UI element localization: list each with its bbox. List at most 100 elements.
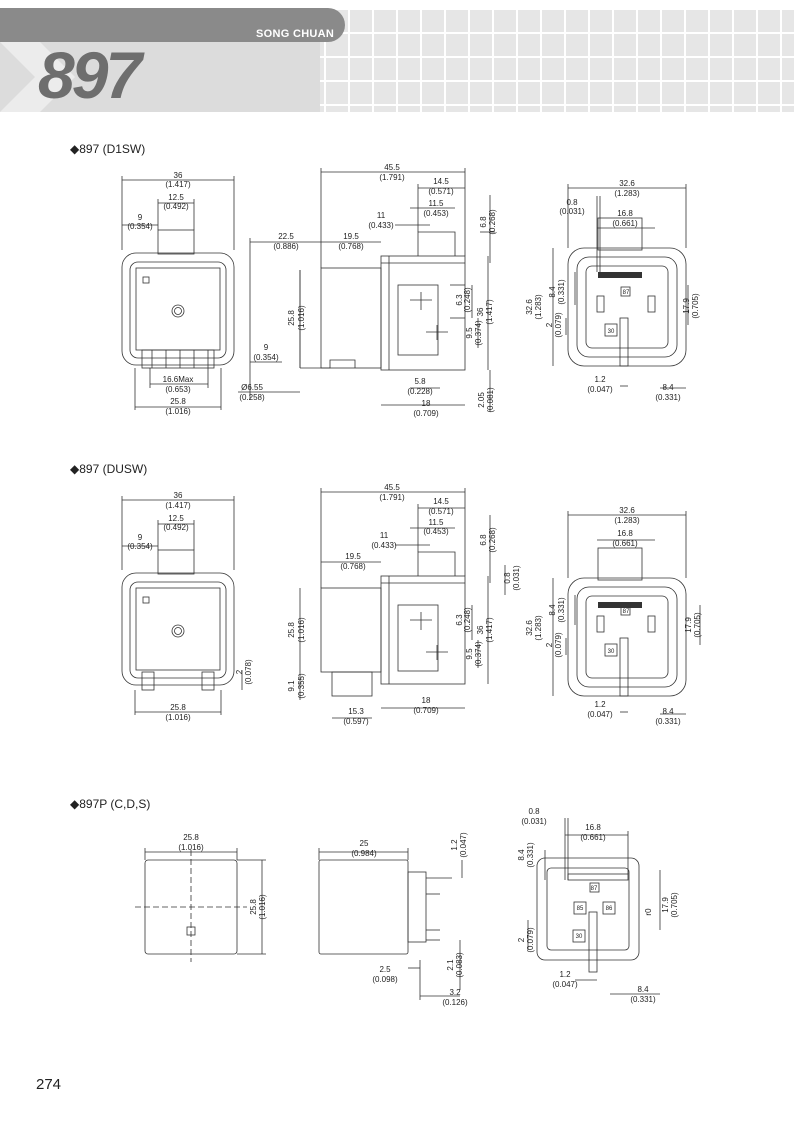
- dim-label: (0.661): [612, 539, 638, 548]
- dim-label: 15.3: [348, 707, 364, 716]
- dim-label: (0.354): [253, 353, 279, 362]
- dim-label: 16.8: [617, 529, 633, 538]
- pin-label: 87: [623, 609, 630, 615]
- dim-label: (0.126): [442, 998, 468, 1007]
- dim-label: 14.5: [433, 177, 449, 186]
- dim-label: 17.9: [684, 617, 693, 633]
- dim-label: (0.886): [273, 242, 299, 251]
- dim-label: 9: [138, 533, 143, 542]
- dim-label: (0.031): [512, 565, 521, 591]
- dim-label: (0.098): [372, 975, 398, 984]
- section-title-d1sw: ◆897 (D1SW): [70, 142, 146, 156]
- dim-label: (1.283): [614, 516, 640, 525]
- dim-label: 9.5: [465, 327, 474, 339]
- dim-label: r0: [644, 908, 653, 916]
- dim-label: (0.705): [670, 892, 679, 918]
- dim-label: (1.016): [258, 894, 267, 920]
- dim-label: (0.571): [428, 507, 454, 516]
- dim-label: (0.079): [526, 927, 535, 953]
- dim-label: (0.331): [655, 717, 681, 726]
- dim-label: (0.709): [413, 706, 439, 715]
- dim-label: 18: [422, 696, 431, 705]
- dim-label: 14.5: [433, 497, 449, 506]
- dim-label: 11: [377, 211, 386, 220]
- dim-label: (0.331): [557, 279, 566, 305]
- dim-label: (1.417): [485, 299, 494, 325]
- dim-label: (0.047): [587, 385, 613, 394]
- dim-label: (0.079): [554, 632, 563, 658]
- dim-label: 25.8: [287, 310, 296, 326]
- dim-label: (0.228): [407, 387, 433, 396]
- dim-label: (0.031): [559, 207, 585, 216]
- section-title-dusw: ◆897 (DUSW): [70, 462, 148, 476]
- pin-label: 87: [591, 886, 598, 892]
- dim-label: (0.768): [338, 242, 364, 251]
- dim-label: 8.4: [637, 985, 649, 994]
- page-number: 274: [36, 1076, 62, 1093]
- dim-label: (1.417): [165, 180, 191, 189]
- dim-label: (0.433): [371, 541, 397, 550]
- dim-label: 25.8: [287, 622, 296, 638]
- dim-label: 6.8: [479, 534, 488, 546]
- dim-label: 0.8: [503, 572, 512, 584]
- dim-label: (0.705): [691, 293, 700, 319]
- dim-label: (0.268): [488, 527, 497, 553]
- dim-label: 25.8: [183, 833, 199, 842]
- dim-label: (1.791): [379, 493, 405, 502]
- pin-label: 30: [608, 329, 615, 335]
- dim-label: 36: [174, 171, 183, 180]
- dim-label: (0.492): [163, 523, 189, 532]
- dim-label: (0.268): [488, 209, 497, 235]
- brand-name: SONG CHUAN: [256, 28, 335, 40]
- dim-label: (0.081): [486, 387, 495, 413]
- dim-label: (0.492): [163, 202, 189, 211]
- dim-label: 45.5: [384, 163, 400, 172]
- dim-label: 0.8: [528, 807, 540, 816]
- dim-label: 45.5: [384, 483, 400, 492]
- dim-label: (0.248): [463, 607, 472, 633]
- dim-label: 1.2: [450, 839, 459, 851]
- page-header: SONG CHUAN 897: [0, 0, 794, 112]
- dim-label: 11.5: [429, 518, 445, 527]
- dim-label: 6.8: [479, 216, 488, 228]
- dim-label: (1.016): [297, 617, 306, 643]
- dim-label: (0.571): [428, 187, 454, 196]
- dim-label: (0.047): [459, 832, 468, 858]
- dim-label: 25.8: [170, 703, 186, 712]
- dim-label: (0.355): [297, 673, 306, 699]
- section-title-897p: ◆897P (C,D,S): [70, 797, 151, 811]
- dim-label: 12.5: [168, 193, 184, 202]
- header-dark-band: [0, 8, 345, 42]
- dim-label: 32.6: [525, 620, 534, 636]
- dusw-side-view: [299, 488, 506, 719]
- dim-label: 32.6: [619, 506, 635, 515]
- dim-label: (0.331): [655, 393, 681, 402]
- pin-label: 30: [608, 649, 615, 655]
- 897p-side-view: [318, 848, 463, 1000]
- chevron-decoration-icon: [0, 42, 75, 112]
- dim-label: Ø6.55: [241, 383, 263, 392]
- dim-label: 9: [138, 213, 143, 222]
- dim-label: (0.984): [351, 849, 377, 858]
- dim-label: 5.8: [414, 377, 426, 386]
- dim-label: (0.331): [630, 995, 656, 1004]
- header-grid-pattern: [300, 8, 794, 112]
- dim-label: (1.016): [165, 713, 191, 722]
- dim-label: 19.5: [345, 552, 361, 561]
- dusw-front-view: [121, 496, 243, 715]
- dim-label: 9: [264, 343, 269, 352]
- dim-label: (1.791): [379, 173, 405, 182]
- dim-label: 32.6: [619, 179, 635, 188]
- dim-label: 3.2: [449, 988, 461, 997]
- dim-label: (1.016): [165, 407, 191, 416]
- dim-label: 1.2: [594, 375, 606, 384]
- dim-label: 8.4: [548, 286, 557, 298]
- dim-label: 1.2: [559, 970, 571, 979]
- dim-label: (1.417): [485, 617, 494, 643]
- pin-label: 87: [623, 290, 630, 296]
- dim-label: (1.283): [534, 294, 543, 320]
- dim-label: (0.331): [526, 842, 535, 868]
- dim-label: 8.4: [662, 707, 674, 716]
- dim-label: 17.9: [682, 298, 691, 314]
